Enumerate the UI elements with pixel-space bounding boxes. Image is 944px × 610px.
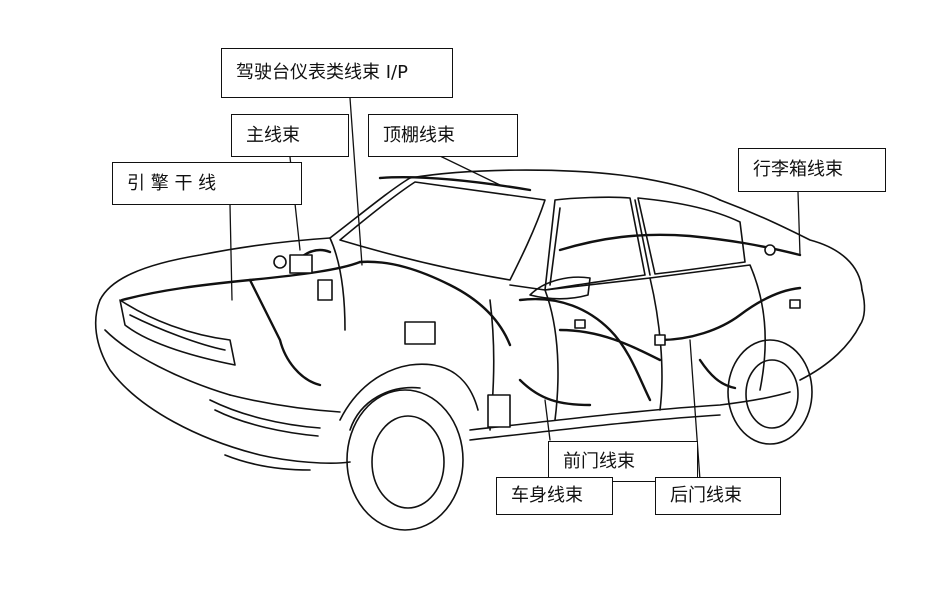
- label-instrument-panel-harness: 驾驶台仪表类线束 I/P: [221, 48, 453, 98]
- label-text: 车身线束: [511, 485, 583, 506]
- label-text: 驾驶台仪表类线束 I/P: [236, 62, 408, 83]
- label-text: 引 擎 干 线: [127, 172, 217, 194]
- label-text: 前门线束: [563, 450, 635, 472]
- label-text: 后门线束: [670, 485, 742, 506]
- label-text: 顶棚线束: [383, 124, 455, 146]
- label-body-harness: 车身线束: [496, 477, 613, 515]
- label-engine-harness: 引 擎 干 线: [112, 162, 302, 205]
- front-wheel: [346, 386, 464, 531]
- connectors: [273, 244, 801, 428]
- rear-wheel: [727, 339, 813, 445]
- harness-wires: [120, 175, 802, 407]
- car-body-outline: [94, 169, 866, 471]
- label-text: 行李箱线束: [753, 159, 843, 180]
- label-main-harness: 主线束: [231, 114, 349, 157]
- label-trunk-harness: 行李箱线束: [738, 148, 886, 192]
- label-rear-door-harness: 后门线束: [655, 477, 781, 515]
- leader-lines: [229, 97, 801, 481]
- label-front-door-harness: 前门线束: [548, 441, 698, 482]
- label-text: 主线束: [246, 124, 300, 146]
- label-roof-harness: 顶棚线束: [368, 114, 518, 157]
